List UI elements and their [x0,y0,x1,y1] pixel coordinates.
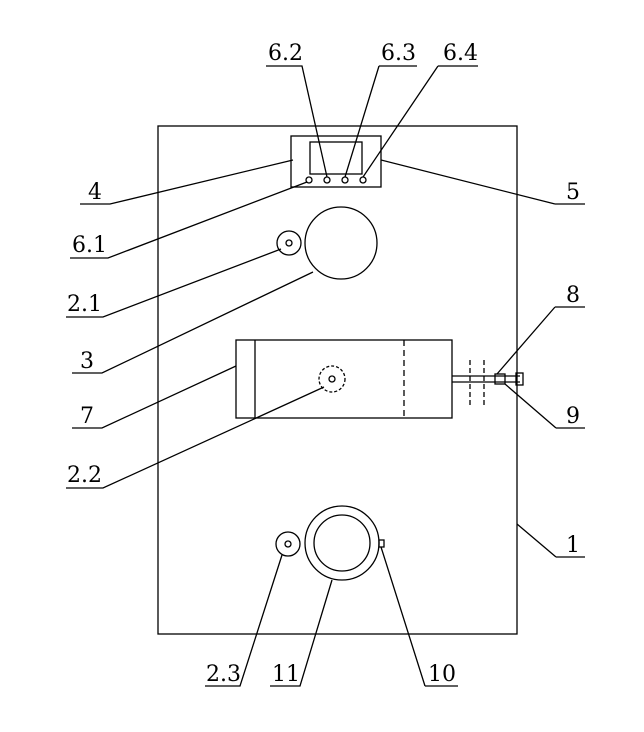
label-11: 11 [272,662,300,687]
wheel-3 [304,206,378,280]
shaft-end [515,372,524,386]
control-box [290,135,382,188]
sensor-10 [378,539,385,548]
label-2-2: 2.2 [67,463,102,488]
label-6-4: 6.4 [443,41,478,66]
button-6-2 [323,176,331,184]
label-6-2: 6.2 [268,41,303,66]
wheel-2-1 [276,230,302,256]
label-3: 3 [80,349,94,374]
label-2-1: 2.1 [67,292,102,317]
label-5: 5 [566,180,580,205]
wheel-2-2 [318,365,346,393]
label-7: 7 [80,404,94,429]
motor-body [235,339,453,419]
label-6-3: 6.3 [381,41,416,66]
display-screen [309,141,363,175]
button-6-3 [341,176,349,184]
label-4: 4 [88,180,102,205]
wheel-2-3-hub [284,540,292,548]
housing-frame [157,125,518,635]
label-10: 10 [428,662,456,687]
wheel-2-2-hub [328,375,336,383]
label-2-3: 2.3 [206,662,241,687]
label-8: 8 [566,283,580,308]
wheel-2-1-hub [285,239,293,247]
label-1: 1 [566,533,580,558]
ring-11-inner [313,514,371,572]
label-6-1: 6.1 [72,233,107,258]
leader-lines [66,65,585,687]
button-6-1 [305,176,313,184]
button-6-4 [359,176,367,184]
ring-11-outer [304,505,380,581]
label-9: 9 [566,404,580,429]
coupling-9 [494,373,506,385]
wheel-2-3 [275,531,301,557]
